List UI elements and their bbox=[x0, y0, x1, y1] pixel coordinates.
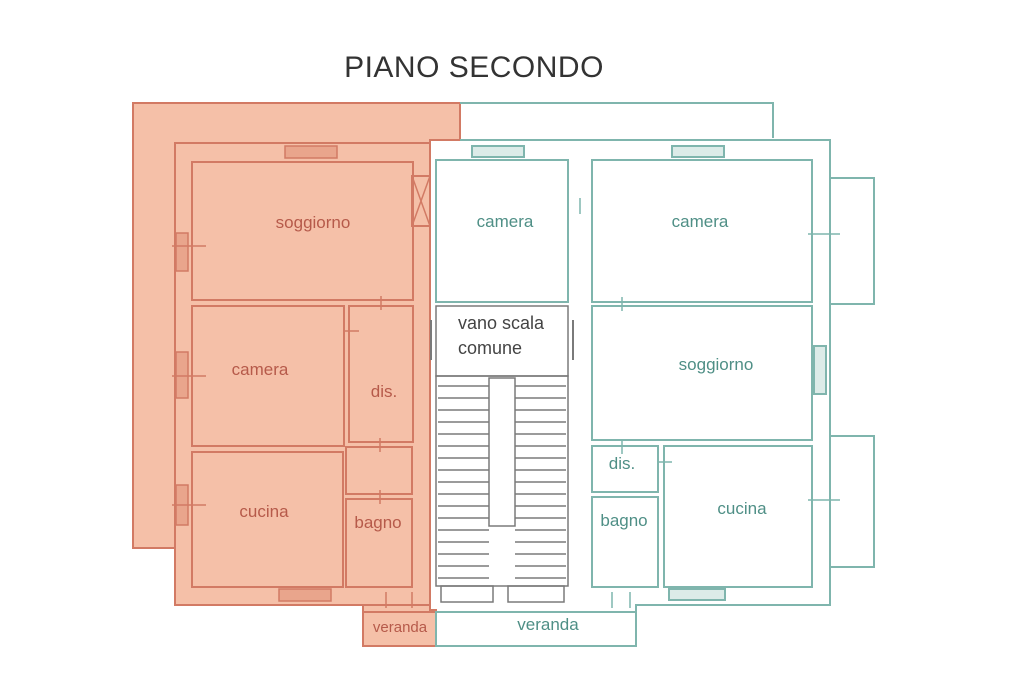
left-shaft-cross bbox=[411, 175, 431, 227]
right-unit bbox=[435, 102, 875, 647]
right-label-veranda: veranda bbox=[517, 615, 579, 634]
stair-step-bottom-left bbox=[440, 585, 494, 603]
right-window-bottom bbox=[668, 588, 726, 601]
left-window-bottom bbox=[278, 588, 332, 602]
right-label-soggiorno: soggiorno bbox=[679, 355, 754, 374]
left-door-marks bbox=[172, 245, 413, 608]
right-room-camera-1 bbox=[435, 159, 569, 303]
right-balcony-top bbox=[829, 177, 875, 305]
plan-title: PIANO SECONDO bbox=[344, 51, 604, 84]
left-label-bagno: bagno bbox=[354, 513, 401, 532]
left-shaft bbox=[411, 175, 431, 227]
stair-well-core bbox=[488, 377, 516, 527]
right-room-veranda bbox=[435, 611, 637, 647]
right-room-camera-2 bbox=[591, 159, 813, 303]
right-label-camera-1: camera bbox=[477, 212, 534, 231]
left-label-cucina: cucina bbox=[239, 502, 289, 521]
stair-label-line2: comune bbox=[458, 338, 522, 358]
left-window-camera bbox=[175, 351, 189, 399]
left-window-top bbox=[284, 145, 338, 159]
stairwell bbox=[430, 305, 574, 603]
right-room-soggiorno bbox=[591, 305, 813, 441]
left-label-camera: camera bbox=[232, 360, 289, 379]
stair-flight-box bbox=[435, 375, 569, 587]
left-room-closet bbox=[345, 446, 413, 495]
right-label-cucina: cucina bbox=[717, 499, 767, 518]
right-window-top-1 bbox=[471, 145, 525, 158]
left-label-veranda: veranda bbox=[373, 619, 428, 636]
left-unit-walls bbox=[174, 142, 431, 606]
stair-label-line1: vano scala bbox=[458, 313, 545, 333]
right-window-soggiorno bbox=[813, 345, 827, 395]
right-room-cucina bbox=[663, 445, 813, 588]
right-label-camera-2: camera bbox=[672, 212, 729, 231]
left-label-soggiorno: soggiorno bbox=[276, 213, 351, 232]
left-room-bagno bbox=[345, 498, 413, 588]
stair-doors bbox=[430, 320, 574, 360]
right-window-top-2 bbox=[671, 145, 725, 158]
stair-treads bbox=[438, 385, 566, 579]
left-unit: soggiorno camera dis. cucina bagno veran… bbox=[132, 102, 461, 647]
left-label-dis: dis. bbox=[371, 382, 397, 401]
right-door-marks bbox=[579, 198, 840, 608]
right-unit-outline bbox=[436, 102, 831, 647]
left-window-soggiorno bbox=[175, 232, 189, 272]
left-room-cucina bbox=[191, 451, 344, 588]
stair-step-bottom-right bbox=[507, 585, 565, 603]
right-label-bagno: bagno bbox=[600, 511, 647, 530]
right-balcony-bottom bbox=[829, 435, 875, 568]
right-room-dis bbox=[591, 445, 659, 493]
left-room-soggiorno bbox=[191, 161, 414, 301]
right-room-bagno bbox=[591, 496, 659, 588]
right-label-dis: dis. bbox=[609, 454, 635, 473]
